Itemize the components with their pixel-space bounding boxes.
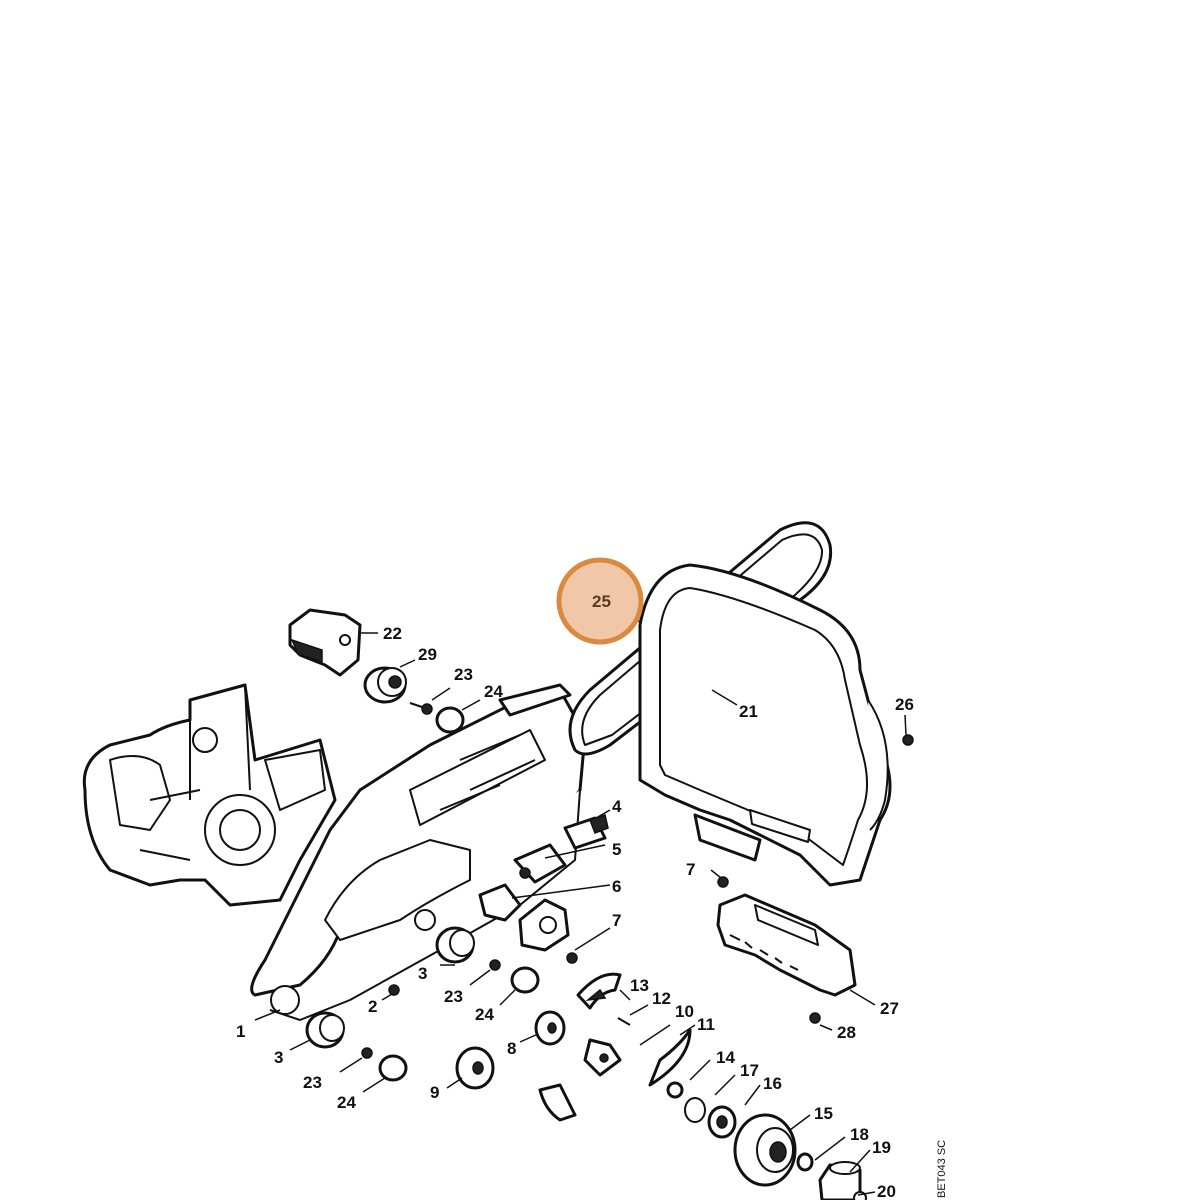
part-3-sleeve-middle [435, 926, 475, 964]
screw-2 [388, 984, 400, 996]
label-26: 26 [895, 695, 914, 714]
label-21: 21 [739, 702, 758, 721]
part-25-guard-frame [638, 563, 892, 887]
part-21-lower-bracket [693, 809, 811, 862]
part-9-washer [455, 1046, 495, 1090]
label-22: 22 [383, 624, 402, 643]
part-7-bracket-screw [518, 898, 578, 964]
highlight-marker [556, 557, 644, 645]
cap-24-upper [435, 706, 465, 734]
part-18-washer [796, 1152, 814, 1172]
label-11: 11 [697, 1015, 715, 1034]
label-8: 8 [507, 1039, 516, 1058]
part-14-washer [666, 1081, 684, 1099]
label-23-lower: 23 [303, 1073, 322, 1092]
label-5: 5 [612, 840, 621, 859]
part-8-washer [534, 1010, 566, 1046]
screw-23-lower [361, 1047, 373, 1059]
part-27-support [716, 893, 857, 997]
label-19: 19 [872, 1138, 891, 1157]
label-25: 25 [592, 592, 611, 611]
cap-24-lower [378, 1054, 408, 1082]
label-13: 13 [630, 976, 649, 995]
label-20: 20 [877, 1182, 896, 1200]
label-1: 1 [236, 1022, 245, 1041]
label-18: 18 [850, 1125, 869, 1144]
label-24-middle: 24 [475, 1005, 494, 1024]
screw-23-middle [489, 959, 501, 971]
screw-26 [902, 734, 914, 746]
label-7-lower: 7 [612, 911, 621, 930]
label-12: 12 [652, 989, 671, 1008]
part-13-clutch-shoe-lower [538, 1083, 577, 1122]
label-24: 24 [484, 682, 503, 701]
label-3-middle: 3 [418, 964, 427, 983]
label-15: 15 [814, 1104, 833, 1123]
label-7-upper: 7 [686, 860, 695, 879]
engine-crankcase [82, 683, 337, 907]
screw-28 [809, 1012, 821, 1024]
part-5-tensioner-nut [513, 843, 567, 884]
label-16: 16 [763, 1074, 782, 1093]
part-29-sleeve [363, 666, 407, 704]
label-9: 9 [430, 1083, 439, 1102]
part-19-sleeve [818, 1161, 862, 1200]
drawing-code: BET043 SC [936, 1140, 948, 1198]
part-12-spring [617, 1017, 631, 1026]
label-10: 10 [675, 1002, 694, 1021]
label-14: 14 [716, 1048, 735, 1067]
part-4-tensioner-rod [563, 814, 609, 850]
label-2: 2 [368, 997, 377, 1016]
part-15-pulley [733, 1113, 797, 1187]
screw-7-upper [717, 876, 729, 888]
label-4: 4 [612, 797, 622, 816]
part-11-clutch-cover [648, 1028, 692, 1087]
part-16-bearing [707, 1105, 737, 1139]
leader-lines [254, 609, 907, 1196]
part-17-circlip [684, 1097, 706, 1123]
label-23: 23 [454, 665, 473, 684]
label-23-middle: 23 [444, 987, 463, 1006]
label-27: 27 [880, 999, 899, 1018]
label-28: 28 [837, 1023, 856, 1042]
part-10-clutch-carrier [583, 1038, 622, 1077]
label-24-lower: 24 [337, 1093, 356, 1112]
part-22-bracket [288, 608, 362, 677]
part-6-tensioner [478, 883, 522, 922]
label-3-lower: 3 [274, 1048, 283, 1067]
screw-23-upper [409, 702, 433, 715]
label-29: 29 [418, 645, 437, 664]
part-3-sleeve-lower [305, 1011, 345, 1049]
part-13-clutch-shoe [576, 972, 622, 1010]
label-6: 6 [612, 877, 621, 896]
label-17: 17 [740, 1061, 759, 1080]
part-labels: 22 29 23 24 25 21 26 4 5 6 7 7 3 23 24 2… [236, 592, 914, 1200]
cap-24-middle [510, 966, 540, 994]
